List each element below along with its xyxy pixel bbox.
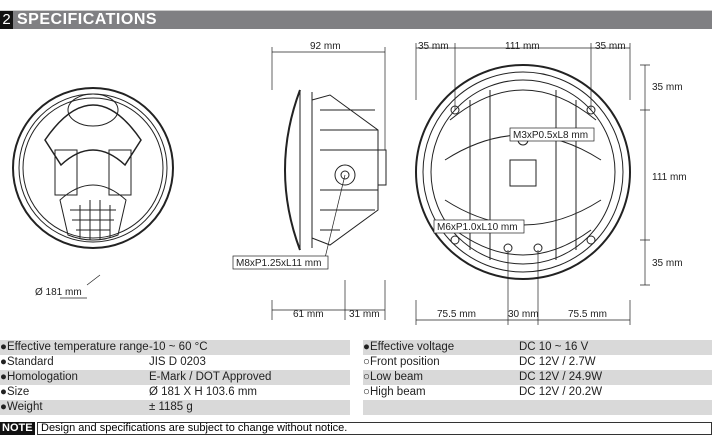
spec-value: E-Mark / DOT Approved [148,371,272,383]
dimension-lines [60,43,650,325]
section-number: 2 [0,11,13,29]
spec-label: Front position [369,356,440,368]
bullet: ○ [363,356,370,368]
rear-bottom-mid-dim: 30 mm [508,309,539,320]
rear-bottom-right-dim: 75.5 mm [568,309,607,320]
bullet: ● [0,341,7,353]
front-diameter-dim: Ø 181 mm [35,287,82,298]
section-title: SPECIFICATIONS [17,11,158,28]
spec-label: Homologation [6,371,78,383]
lower-screw-label: M6xP1.0xL10 mm [437,222,518,233]
spec-row: ●Effective voltage DC 10 ~ 16 V [363,340,712,355]
spec-value: Ø 181 X H 103.6 mm [148,386,257,398]
spec-value: DC 12V / 20.2W [518,386,603,398]
spec-value: -10 ~ 60 °C [148,341,208,353]
side-front-dim: 61 mm [293,309,324,320]
spec-label: Size [6,386,30,398]
rear-top-right-dim: 35 mm [595,41,626,52]
bullet: ● [363,341,370,353]
note-text: Design and specifications are subject to… [37,422,712,435]
bullet: ● [0,356,7,368]
bullet: ● [0,386,7,398]
note-box: NOTE Design and specifications are subje… [0,422,712,435]
technical-drawings: Ø 181 mm 92 mm 61 mm 31 mm 35 mm 111 mm … [12,41,687,325]
spec-row: ○Front position DC 12V / 2.7W [363,355,712,370]
spec-row: ●Effective temperature range-10 ~ 60 °C [0,340,350,355]
rear-view [415,64,631,280]
spec-value: DC 12V / 2.7W [518,356,596,368]
spec-label: Effective temperature range [6,341,149,353]
upper-screw-label: M3xP0.5xL8 mm [513,130,588,141]
side-view [284,89,387,251]
spec-label: High beam [369,386,426,398]
spec-value: ± 1185 g [148,401,193,413]
note-label: NOTE [0,422,35,435]
side-rear-dim: 31 mm [349,309,380,320]
spec-row-empty [363,400,712,415]
spec-row: ●Weight ± 1185 g [0,400,350,415]
spec-value: JIS D 0203 [148,356,206,368]
rear-top-mid-dim: 111 mm [505,41,540,52]
bullet: ● [0,371,7,383]
front-view [12,87,174,249]
rear-right-top-dim: 35 mm [652,82,683,93]
specs-table-left: ●Effective temperature range-10 ~ 60 °C … [0,340,350,415]
bullet: ○ [363,386,370,398]
bolt-spec-label: M8xP1.25xL11 mm [236,258,321,269]
spec-row: ●Standard JIS D 0203 [0,355,350,370]
bullet: ○ [363,371,370,383]
rear-top-left-dim: 35 mm [418,41,449,52]
spec-row: ●Homologation E-Mark / DOT Approved [0,370,350,385]
section-header: 2 SPECIFICATIONS [0,10,712,29]
rear-right-mid-dim: 111 mm [652,172,687,183]
spec-label: Low beam [369,371,424,383]
bullet: ● [0,401,7,413]
spec-value: DC 10 ~ 16 V [518,341,589,353]
spec-row: ●Size Ø 181 X H 103.6 mm [0,385,350,400]
spec-label: Standard [6,356,54,368]
spec-value: DC 12V / 24.9W [518,371,603,383]
spec-label: Effective voltage [369,341,455,353]
rear-right-bottom-dim: 35 mm [652,258,683,269]
spec-row: ○High beam DC 12V / 20.2W [363,385,712,400]
spec-row: ○Low beam DC 12V / 24.9W [363,370,712,385]
rear-bottom-left-dim: 75.5 mm [437,309,476,320]
spec-label: Weight [6,401,43,413]
side-depth-dim: 92 mm [310,41,341,52]
